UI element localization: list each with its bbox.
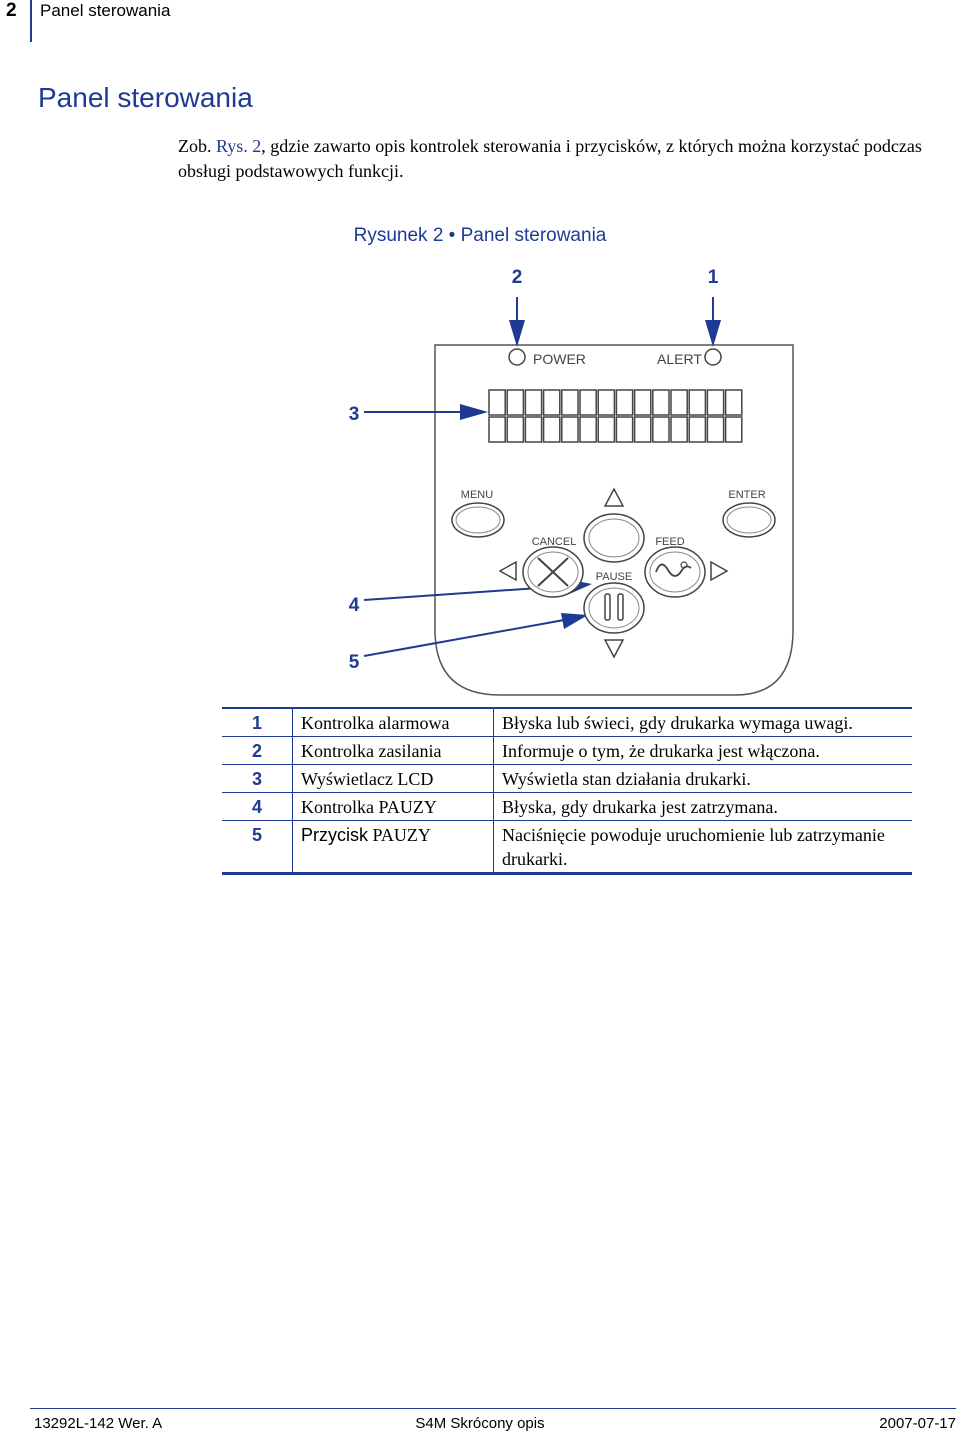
legend-number: 1 [222,707,293,737]
lcd-cell [615,389,634,416]
lcd-cell [688,389,707,416]
lcd-cell [597,389,616,416]
down-arrow-icon [603,639,625,659]
table-row: 1 Kontrolka alarmowa Błyska lub świeci, … [222,707,912,737]
lcd-cell [670,389,688,416]
callout-2: 2 [512,267,523,288]
page-number: 2 [6,0,17,21]
cancel-x-icon [537,557,569,587]
lcd-display [488,389,743,443]
legend-item: Kontrolka alarmowa [292,707,494,737]
table-row: 5 Przycisk PAUZY Naciśnięcie powoduje ur… [222,820,912,875]
lcd-cell [688,416,707,443]
callout-1: 1 [708,267,719,288]
lcd-cell [579,389,597,416]
intro-paragraph: Zob. Rys. 2, gdzie zawarto opis kontrole… [178,134,938,184]
arrow-to-pause-button [561,613,588,629]
intro-text-before: Zob. [178,136,216,156]
callout-3: 3 [349,404,360,425]
header-divider [30,0,32,42]
footer-divider [30,1408,956,1409]
up-button [583,513,645,563]
lcd-cell [706,389,725,416]
lcd-cell [670,416,688,443]
power-indicator-icon [508,348,526,366]
legend-item-suffix: PAUZY [368,825,431,845]
legend-description: Błyska lub świeci, gdy drukarka wymaga u… [493,707,912,737]
legend-table: 1 Kontrolka alarmowa Błyska lub świeci, … [222,707,912,875]
lcd-cell [652,416,670,443]
feed-label: FEED [655,536,684,548]
page-title: Panel sterowania [38,82,253,113]
lcd-cell [615,416,634,443]
lcd-cell [724,389,743,416]
left-arrow-icon [498,560,517,582]
lcd-cell [561,389,579,416]
alert-indicator-icon [704,348,722,366]
lcd-cell [597,416,616,443]
power-label: POWER [533,351,586,367]
figure-caption: Rysunek 2 • Panel sterowania [353,225,607,246]
header-section-title: Panel sterowania [40,1,171,20]
lcd-cell [579,416,597,443]
lcd-cell [706,416,725,443]
legend-number: 3 [222,764,293,793]
legend-number: 2 [222,736,293,765]
lcd-cell [506,389,525,416]
callout-4: 4 [349,595,360,616]
pause-label: PAUSE [596,571,632,583]
legend-number: 4 [222,792,293,821]
lcd-cell [488,389,506,416]
legend-description: Błyska, gdy drukarka jest zatrzymana. [493,792,912,821]
lcd-cell [542,389,561,416]
lcd-cell [524,416,543,443]
lcd-cell [633,416,652,443]
intro-text-after: , gdzie zawarto opis kontrolek sterowani… [178,136,922,181]
menu-button [451,502,505,538]
lcd-cell [488,416,506,443]
enter-button [722,502,776,538]
table-row: 3 Wyświetlacz LCD Wyświetla stan działan… [222,764,912,793]
legend-description: Naciśnięcie powoduje uruchomienie lub za… [493,820,912,875]
lcd-cell [652,389,670,416]
feed-button [644,546,706,598]
table-row: 4 Kontrolka PAUZY Błyska, gdy drukarka j… [222,792,912,821]
pause-icon [604,593,624,621]
legend-item: Kontrolka zasilania [292,736,494,765]
enter-label: ENTER [728,489,765,501]
legend-item: Kontrolka PAUZY [292,792,494,821]
callout-5: 5 [349,652,360,673]
arrow-to-power [509,320,525,347]
lcd-cell [506,416,525,443]
legend-item: Przycisk PAUZY [292,820,494,875]
lcd-cell [542,416,561,443]
arrow-to-alert [705,320,721,347]
lcd-cell [524,389,543,416]
lcd-cell [633,389,652,416]
legend-item: Wyświetlacz LCD [292,764,494,793]
legend-item-prefix: Przycisk [301,825,368,845]
footer-date: 2007-07-17 [879,1415,956,1432]
lcd-cell [724,416,743,443]
legend-description: Wyświetla stan działania drukarki. [493,764,912,793]
alert-label: ALERT [657,351,702,367]
footer-doc-id: 13292L-142 Wer. A [34,1415,163,1432]
table-row: 2 Kontrolka zasilania Informuje o tym, ż… [222,736,912,765]
menu-label: MENU [461,489,493,501]
right-arrow-icon [710,560,729,582]
control-panel-figure: 2 1 3 4 5 POWER ALERT MENU ENTER CANCEL … [349,267,794,696]
lcd-cell [561,416,579,443]
footer-doc-title: S4M Skrócony opis [415,1415,545,1432]
arrow-to-lcd [460,404,488,420]
pause-button [583,582,645,634]
legend-number: 5 [222,820,293,875]
up-arrow-icon [603,487,625,507]
panel-outline [434,344,794,696]
cancel-label: CANCEL [532,536,577,548]
legend-description: Informuje o tym, że drukarka jest włączo… [493,736,912,765]
figure-link[interactable]: Rys. 2 [216,136,262,156]
